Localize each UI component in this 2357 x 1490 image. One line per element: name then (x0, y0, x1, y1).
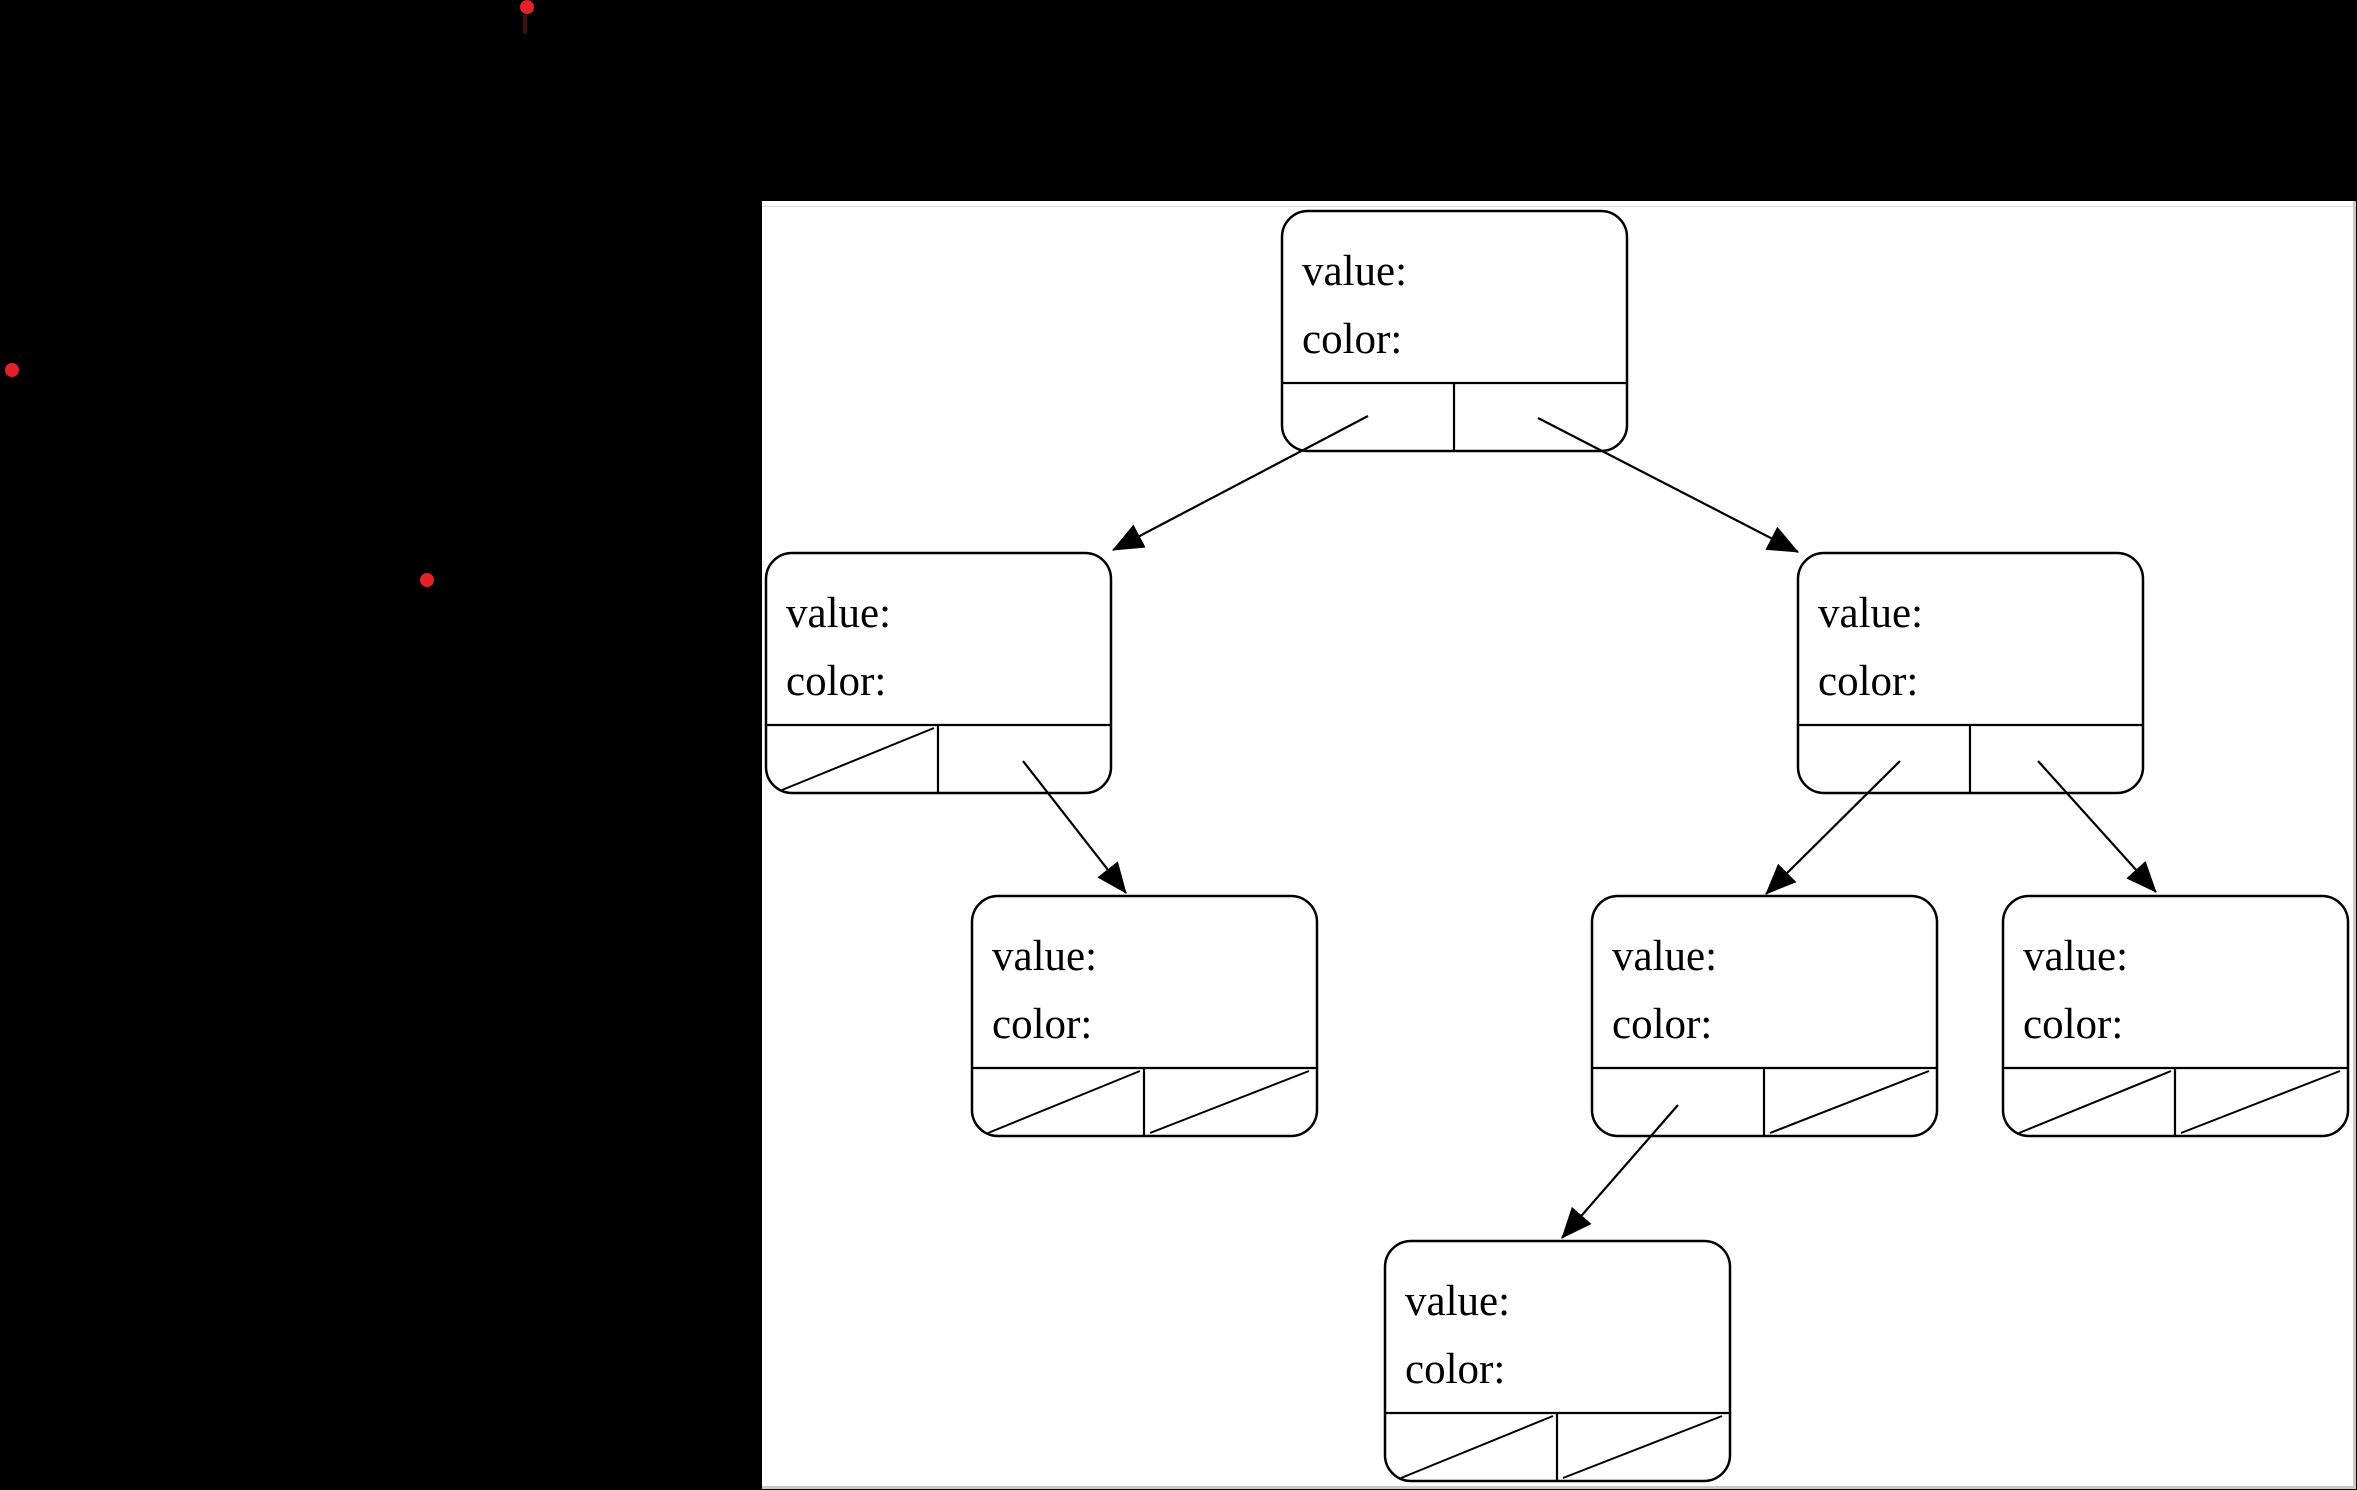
null-pointer-slash-left (2018, 1070, 2172, 1134)
tree-node-left-right-grandchild: value: color: (970, 894, 1319, 1138)
arrow-right-left-grandchild-to-bottom-node (1561, 1104, 1679, 1239)
red-dot-marker (420, 573, 434, 587)
null-pointer-slash-right (2180, 1070, 2341, 1134)
value-label: value: (786, 590, 891, 637)
color-label: color: (2023, 1001, 2123, 1048)
red-dot-marker (5, 363, 19, 377)
tree-node-root: value: color: (1280, 209, 1629, 453)
tree-node-right-left-grandchild: value: color: (1590, 894, 1939, 1138)
null-pointer-slash-right (1149, 1070, 1310, 1134)
tree-node-right-child: value: color: (1796, 551, 2145, 795)
pointer-arrows (1022, 415, 2157, 1239)
null-pointer-slash-left (987, 1070, 1141, 1134)
arrow-root-to-left-child (1112, 415, 1369, 551)
arrow-right-child-to-right-right-grandchild (2037, 760, 2157, 893)
tree-node-right-right-grandchild: value: color: (2001, 894, 2350, 1138)
value-label: value: (1405, 1278, 1510, 1325)
value-label: value: (1818, 590, 1923, 637)
value-label: value: (1612, 933, 1717, 980)
null-pointer-slash-left (781, 727, 935, 791)
diagram-panel: value: color: value: color: value: color… (762, 201, 2356, 1489)
arrow-root-to-right-child (1537, 417, 1799, 553)
binary-tree-diagram: value: color: value: color: value: color… (764, 209, 2350, 1483)
color-label: color: (1302, 316, 1402, 363)
color-label: color: (786, 658, 886, 705)
red-dot-trail (523, 14, 527, 34)
null-pointer-slash-left (1400, 1415, 1554, 1479)
color-label: color: (1405, 1346, 1505, 1393)
color-label: color: (992, 1001, 1092, 1048)
tree-node-bottom: value: color: (1383, 1239, 1732, 1483)
panel-top-hairline (762, 206, 2353, 207)
color-label: color: (1818, 658, 1918, 705)
arrow-right-child-to-right-left-grandchild (1765, 760, 1901, 895)
color-label: color: (1612, 1001, 1712, 1048)
null-pointer-slash-right (1562, 1415, 1723, 1479)
value-label: value: (1302, 248, 1407, 295)
value-label: value: (2023, 933, 2128, 980)
arrow-left-child-to-left-right-grandchild (1022, 760, 1127, 894)
tree-node-left-child: value: color: (764, 551, 1113, 795)
value-label: value: (992, 933, 1097, 980)
red-dot-marker (520, 0, 534, 14)
null-pointer-slash-right (1769, 1070, 1930, 1134)
